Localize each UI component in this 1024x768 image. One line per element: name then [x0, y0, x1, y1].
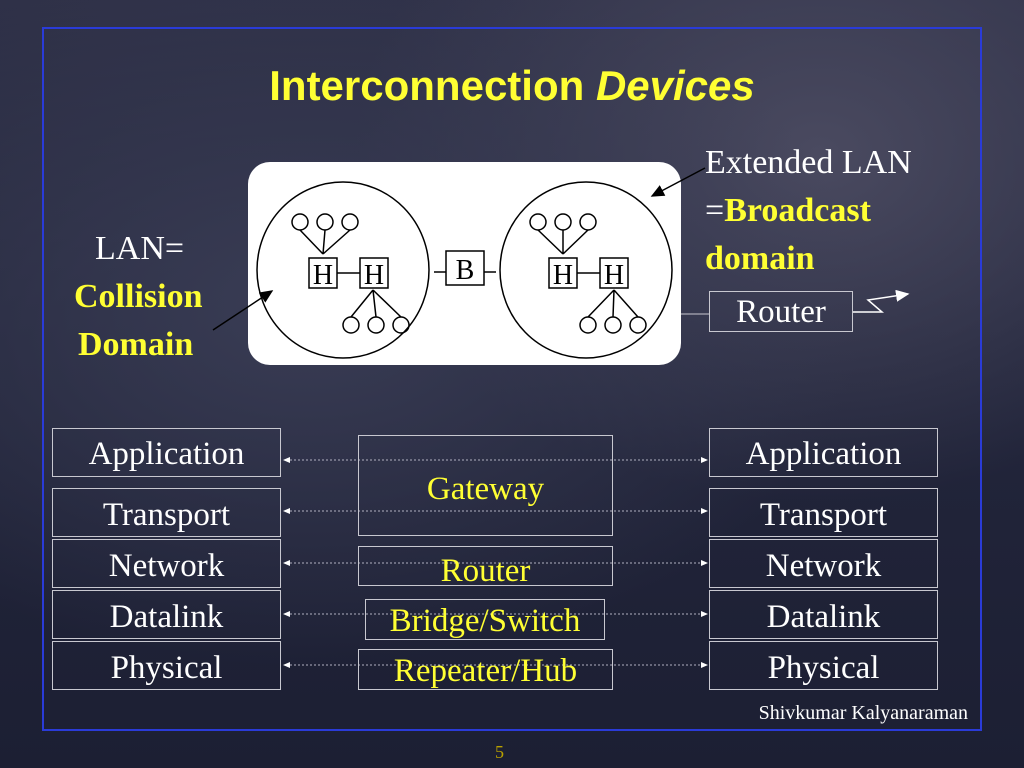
- left-lan-circle: [256, 181, 430, 359]
- domain-label: Domain: [78, 326, 194, 363]
- extended-lan-label: Extended LAN: [705, 144, 912, 181]
- lan-label: LAN=: [95, 230, 185, 267]
- host-label: H: [553, 260, 573, 291]
- right-lan-circle: [499, 181, 673, 359]
- bridge-switch-box: Bridge/Switch: [365, 599, 605, 640]
- left-stack-application: Application: [52, 428, 281, 477]
- host-circle: [579, 316, 597, 334]
- host-circle: [316, 213, 334, 231]
- host-circle: [367, 316, 385, 334]
- right-stack-physical: Physical: [709, 641, 938, 690]
- left-stack-network: Network: [52, 539, 281, 588]
- left-stack-datalink: Datalink: [52, 590, 281, 639]
- host-circle: [529, 213, 547, 231]
- host-circle: [579, 213, 597, 231]
- right-stack-application: Application: [709, 428, 938, 477]
- left-stack-transport: Transport: [52, 488, 281, 537]
- host-circle: [392, 316, 410, 334]
- title-main: Interconnection: [269, 62, 585, 109]
- left-stack-physical: Physical: [52, 641, 281, 690]
- host-label: H: [604, 260, 624, 291]
- right-stack-transport: Transport: [709, 488, 938, 537]
- bridge-box: [445, 250, 485, 286]
- host-label: H: [313, 260, 333, 291]
- collision-label: Collision: [74, 278, 203, 315]
- gateway-box: Gateway: [358, 435, 613, 536]
- broadcast-label: =Broadcast: [705, 192, 871, 230]
- slide-frame: [42, 27, 982, 731]
- right-stack-datalink: Datalink: [709, 590, 938, 639]
- host-circle: [554, 213, 572, 231]
- lan-diagram-svg: H H H H B: [256, 181, 673, 359]
- author-footer: Shivkumar Kalyanaraman: [758, 702, 968, 724]
- host-label: H: [364, 260, 384, 291]
- host-circle: [629, 316, 647, 334]
- repeater-hub-box: Repeater/Hub: [358, 649, 613, 690]
- equals-sign: =: [705, 192, 725, 229]
- host-circle: [604, 316, 622, 334]
- host-circle: [342, 316, 360, 334]
- right-stack-network: Network: [709, 539, 938, 588]
- broadcast-domain-word: domain: [705, 240, 815, 277]
- host-circle: [291, 213, 309, 231]
- extended-lan-diagram: H H H H B: [248, 162, 681, 365]
- broadcast-word: Broadcast: [724, 192, 871, 229]
- host-circle: [341, 213, 359, 231]
- slide-title: Interconnection Devices: [0, 62, 1024, 110]
- router-box: Router: [709, 291, 853, 332]
- title-emphasis: Devices: [595, 62, 755, 109]
- router-device-box: Router: [358, 546, 613, 589]
- bridge-label: B: [456, 255, 475, 286]
- page-number: 5: [495, 742, 504, 762]
